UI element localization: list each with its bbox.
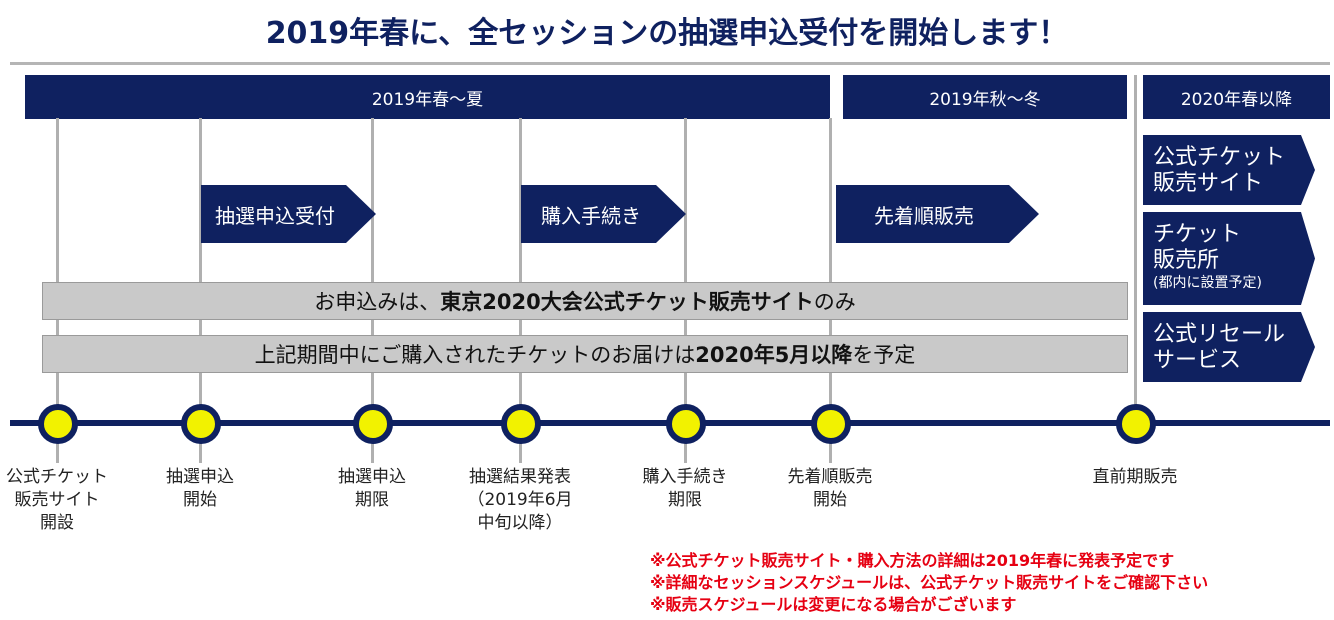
milestone-label: 先着順販売 開始 xyxy=(787,467,873,510)
period-spring-summer-2019: 2019年春〜夏 xyxy=(25,75,830,119)
bar-text: を予定 xyxy=(852,343,916,367)
bar-text: お申込みは、 xyxy=(314,290,441,314)
milestone-dot xyxy=(1116,404,1156,444)
milestone-label: 抽選申込 期限 xyxy=(338,467,406,510)
channel-resale: 公式リセールサービス xyxy=(1143,312,1315,382)
milestone-label: 公式チケット 販売サイト 開設 xyxy=(6,467,108,533)
milestone-dot xyxy=(353,404,393,444)
period-autumn-winter-2019: 2019年秋〜冬 xyxy=(843,75,1127,119)
divider xyxy=(10,62,1330,65)
milestone-dot xyxy=(181,404,221,444)
bar-text: 上記期間中にご購入されたチケットのお届けは xyxy=(254,343,696,367)
application-info-bar: お申込みは、東京2020大会公式チケット販売サイトのみ xyxy=(42,282,1128,320)
phase-purchase: 購入手続き xyxy=(521,185,686,243)
milestone-dot xyxy=(811,404,851,444)
channel-note: (都内に設置予定) xyxy=(1153,275,1262,291)
footnote: ※詳細なセッションスケジュールは、公式チケット販売サイトをご確認下さい xyxy=(650,573,1209,592)
channel-label: 販売所 xyxy=(1153,248,1220,273)
channel-label: 公式チケット xyxy=(1153,145,1286,170)
milestone-label: 直前期販売 xyxy=(1092,467,1178,487)
bar-text: のみ xyxy=(813,290,856,314)
bar-text-bold: 東京2020大会公式チケット販売サイト xyxy=(440,290,814,314)
channel-label: 公式リセール xyxy=(1153,322,1286,347)
channel-label: チケット xyxy=(1153,222,1242,247)
channel-label: 販売サイト xyxy=(1153,171,1264,196)
period-spring-2020: 2020年春以降 xyxy=(1143,75,1330,119)
phase-first-come-sales: 先着順販売 xyxy=(836,185,1039,243)
milestone-label: 抽選申込 開始 xyxy=(166,467,234,510)
milestone-label: 抽選結果発表 （2019年6月 中旬以降） xyxy=(467,467,573,533)
footnote: ※販売スケジュールは変更になる場合がございます xyxy=(650,595,1017,614)
guide-line xyxy=(1134,75,1137,415)
footnote: ※公式チケット販売サイト・購入方法の詳細は2019年春に発表予定です xyxy=(650,551,1175,570)
phase-lottery-application: 抽選申込受付 xyxy=(201,185,376,243)
channel-label: サービス xyxy=(1153,348,1242,373)
page-title: 2019年春に、全セッションの抽選申込受付を開始します！ xyxy=(265,16,1069,51)
milestone-dot xyxy=(38,404,78,444)
milestone-dot xyxy=(501,404,541,444)
channel-official-site: 公式チケット販売サイト xyxy=(1143,135,1315,205)
channel-ticket-booth: チケット販売所 (都内に設置予定) xyxy=(1143,212,1315,305)
milestone-dot xyxy=(666,404,706,444)
bar-text-bold: 2020年5月以降 xyxy=(695,343,853,367)
milestone-label: 購入手続き 期限 xyxy=(642,467,728,510)
